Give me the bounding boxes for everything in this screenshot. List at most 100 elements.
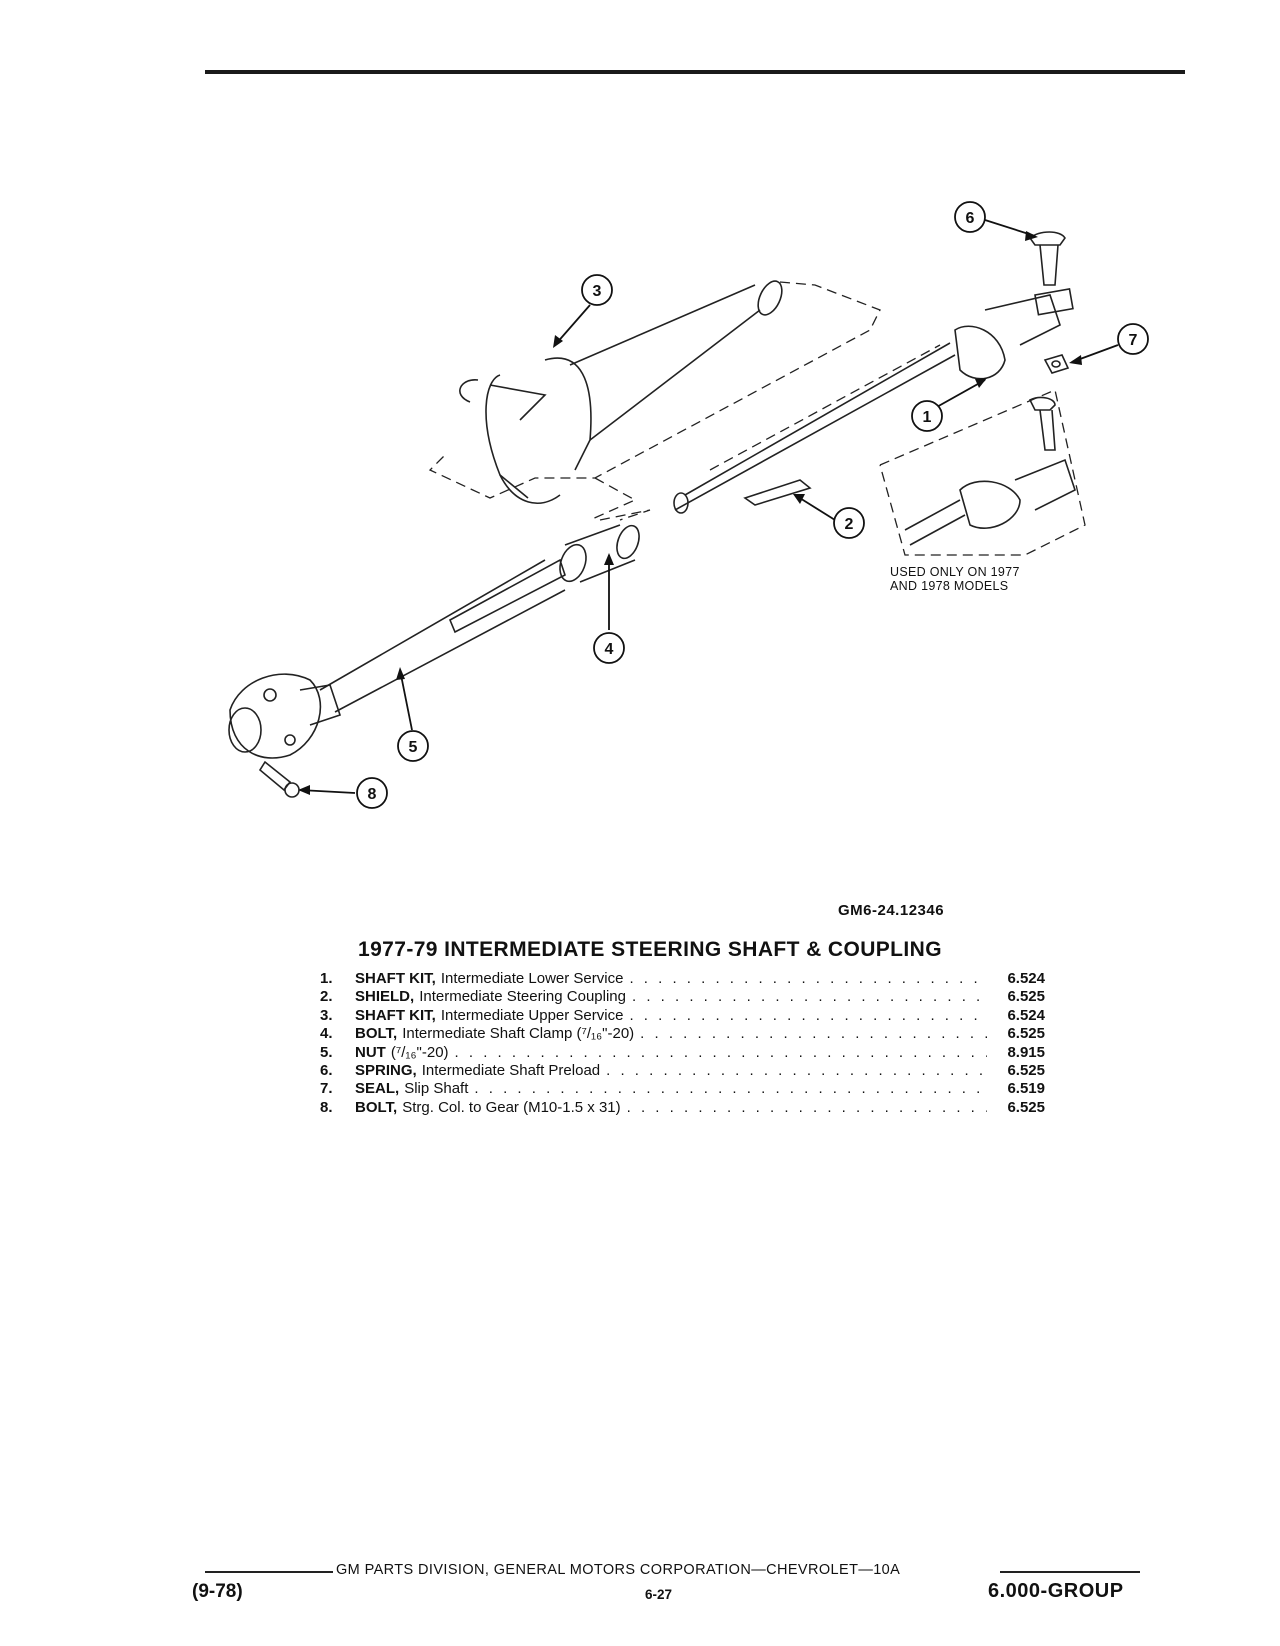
part-description: Intermediate Shaft Preload: [421, 1061, 601, 1079]
callout-1: 1: [911, 400, 943, 432]
part-group: 6.525: [1007, 1098, 1045, 1116]
callout-4-label: 4: [605, 641, 614, 658]
callout-3: 3: [581, 274, 613, 306]
leader-dots: [606, 1062, 987, 1079]
part-group: 6.525: [1007, 1025, 1045, 1043]
arrowhead-3: [553, 335, 563, 348]
part-number: 5.: [320, 1043, 333, 1061]
leader-line-5: [399, 669, 413, 731]
part-group: 6.524: [1007, 1006, 1045, 1024]
figure-code: GM6-24.12346: [838, 902, 945, 919]
callout-8: 8: [356, 777, 388, 809]
part-name: SPRING,: [355, 1061, 417, 1079]
top-rule: [205, 70, 1185, 74]
callout-8-label: 8: [368, 786, 377, 803]
callout-7-label: 7: [1129, 332, 1138, 349]
part-number: 6.: [320, 1061, 333, 1079]
coupling-shield-part: [743, 479, 812, 506]
footer-date: (9-78): [192, 1581, 243, 1602]
parts-list: 1.SHAFT KIT,Intermediate Lower Service6.…: [320, 970, 1060, 1117]
part-number: 3.: [320, 1006, 333, 1024]
parts-row: 7. SEAL,Slip Shaft 6.519: [320, 1080, 1060, 1098]
part-group: 8.915: [1007, 1043, 1045, 1061]
footer-rule-right: [1000, 1571, 1140, 1573]
part-group: 6.525: [1007, 988, 1045, 1006]
inset-dashed-box: [879, 389, 1086, 556]
bushing-part: [559, 524, 640, 583]
slip-shaft-seal-part: [1043, 354, 1070, 374]
leader-dots: [629, 1007, 987, 1024]
preload-spring-part: [1028, 231, 1066, 286]
section-title: 1977-79 INTERMEDIATE STEERING SHAFT & CO…: [358, 938, 942, 961]
parts-row: 5. NUT(⁷/₁₆"-20) 8.915: [320, 1044, 1060, 1062]
leader-dots: [640, 1025, 987, 1042]
part-number: 4.: [320, 1025, 333, 1043]
part-name: SHAFT KIT,: [355, 1006, 436, 1024]
part-group: 6.525: [1007, 1061, 1045, 1079]
callout-6: 6: [954, 201, 986, 233]
dashed-guide-lower: [599, 509, 651, 521]
parts-row: 8. BOLT,Strg. Col. to Gear (M10-1.5 x 31)…: [320, 1099, 1060, 1117]
part-number: 8.: [320, 1098, 333, 1116]
leader-dots: [632, 988, 987, 1005]
footer-rule-left: [205, 1571, 333, 1573]
part-name: SHIELD,: [355, 988, 415, 1006]
leader-dots: [627, 1099, 987, 1116]
part-group: 6.524: [1007, 970, 1045, 987]
callout-5-label: 5: [409, 739, 418, 756]
footer-group: 6.000-GROUP: [988, 1580, 1124, 1602]
callout-3-label: 3: [593, 283, 602, 300]
callout-7: 7: [1117, 323, 1149, 355]
lower-coupling-shaft-part: [228, 558, 566, 759]
leader-dots: [629, 970, 987, 987]
footer-page-number: 6-27: [645, 1587, 673, 1602]
parts-row: 6. SPRING,Intermediate Shaft Preload 6.525: [320, 1062, 1060, 1080]
parts-row: 1. SHAFT KIT,Intermediate Lower Service 6.…: [320, 970, 1060, 988]
callout-1-label: 1: [923, 409, 932, 426]
inset-coupling-part: [904, 396, 1076, 546]
part-group: 6.519: [1007, 1080, 1045, 1098]
part-description: Slip Shaft: [404, 1080, 469, 1098]
callout-5: 5: [397, 730, 429, 762]
callout-2-label: 2: [845, 516, 854, 533]
arrowhead-8: [298, 785, 310, 795]
dashed-boundary-upper: [428, 281, 881, 521]
part-number: 1.: [320, 970, 333, 987]
parts-row: 2. SHIELD,Intermediate Steering Coupling 6…: [320, 988, 1060, 1006]
part-description: Intermediate Steering Coupling: [419, 988, 626, 1006]
footer-corporation: GM PARTS DIVISION, GENERAL MOTORS CORPOR…: [336, 1562, 901, 1578]
part-name: SHAFT KIT,: [355, 970, 436, 987]
part-name: NUT: [355, 1043, 386, 1061]
part-description: Intermediate Lower Service: [440, 970, 624, 987]
part-name: BOLT,: [355, 1098, 398, 1116]
exploded-parts-diagram: 1 2 3 4 5 6 7 8: [228, 201, 1149, 809]
parts-row: 4. BOLT,Intermediate Shaft Clamp (⁷/₁₆"-2…: [320, 1025, 1060, 1043]
arrowhead-6: [1025, 231, 1038, 241]
part-description: Intermediate Shaft Clamp (⁷/₁₆"-20): [402, 1025, 635, 1043]
leader-line-1: [934, 379, 986, 409]
callout-2: 2: [833, 507, 865, 539]
part-number: 2.: [320, 988, 333, 1006]
column-to-gear-bolt-part: [258, 760, 300, 798]
part-description: Strg. Col. to Gear (M10-1.5 x 31): [402, 1098, 621, 1116]
leader-line-3: [554, 304, 591, 346]
callout-4: 4: [593, 632, 625, 664]
part-description: Intermediate Upper Service: [440, 1006, 624, 1024]
leader-dots: [455, 1044, 987, 1061]
lower-shaft-part: [673, 287, 1074, 514]
diagram-note: USED ONLY ON 1977 AND 1978 MODELS: [890, 565, 1020, 593]
arrowhead-4: [604, 553, 614, 565]
upper-shaft-part: [459, 280, 783, 504]
arrowhead-5: [396, 667, 405, 680]
parts-row: 3. SHAFT KIT,Intermediate Upper Service 6.…: [320, 1007, 1060, 1025]
arrowhead-2: [793, 494, 805, 504]
part-name: BOLT,: [355, 1025, 398, 1043]
part-name: SEAL,: [355, 1080, 400, 1098]
part-number: 7.: [320, 1080, 333, 1098]
arrowhead-7: [1069, 355, 1082, 365]
callout-6-label: 6: [966, 210, 975, 227]
arrowhead-1: [975, 378, 987, 388]
dashed-guide-line: [709, 344, 941, 471]
leader-dots: [474, 1080, 987, 1097]
part-description: (⁷/₁₆"-20): [390, 1043, 449, 1061]
